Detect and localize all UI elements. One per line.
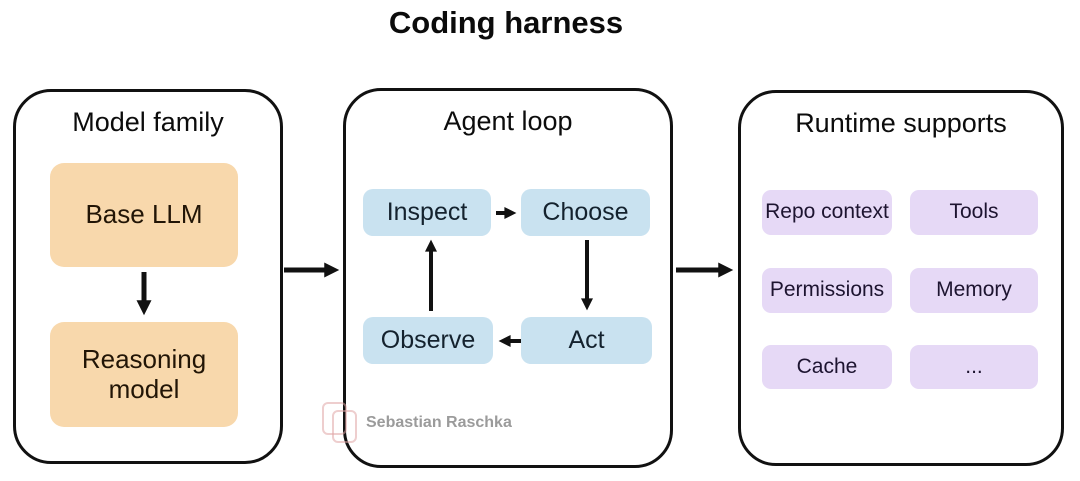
node-tools: Tools	[910, 190, 1038, 235]
node-choose-label: Choose	[542, 198, 629, 227]
node-reasoning-model: Reasoning model	[50, 322, 238, 427]
node-act-label: Act	[568, 326, 605, 355]
node-permissions-label: Permissions	[769, 278, 885, 302]
node-repo-context: Repo context	[762, 190, 892, 235]
node-reasoning-model-label: Reasoning model	[81, 343, 207, 404]
node-observe: Observe	[363, 317, 493, 364]
node-ellipsis: ...	[910, 345, 1038, 389]
panel-model-family-title: Model family	[72, 107, 224, 137]
panel-agent-loop-title: Agent loop	[443, 106, 573, 136]
panel-runtime-supports: Runtime supports Repo context Tools Perm…	[738, 90, 1064, 466]
node-act: Act	[521, 317, 652, 364]
raschka-logo-icon	[321, 400, 361, 446]
node-choose: Choose	[521, 189, 650, 236]
node-inspect-label: Inspect	[386, 198, 468, 227]
watermark-author: Sebastian Raschka	[366, 414, 512, 431]
node-memory: Memory	[910, 268, 1038, 313]
panel-agent-loop: Agent loop Inspect Choose Observe Act	[343, 88, 673, 468]
node-base-llm: Base LLM	[50, 163, 238, 267]
panel-runtime-supports-title: Runtime supports	[795, 108, 1007, 138]
panel-model-family: Model family Base LLM Reasoning model	[13, 89, 283, 464]
node-observe-label: Observe	[380, 326, 476, 355]
node-cache-label: Cache	[796, 354, 858, 378]
node-base-llm-label: Base LLM	[85, 199, 203, 230]
node-repo-context-label: Repo context	[765, 200, 889, 224]
node-cache: Cache	[762, 345, 892, 389]
node-memory-label: Memory	[936, 278, 1012, 302]
page-title: Coding harness	[388, 5, 624, 40]
node-permissions: Permissions	[762, 268, 892, 313]
watermark: Sebastian Raschka	[321, 400, 512, 446]
node-ellipsis-label: ...	[965, 354, 983, 378]
node-tools-label: Tools	[949, 200, 999, 224]
node-inspect: Inspect	[363, 189, 491, 236]
